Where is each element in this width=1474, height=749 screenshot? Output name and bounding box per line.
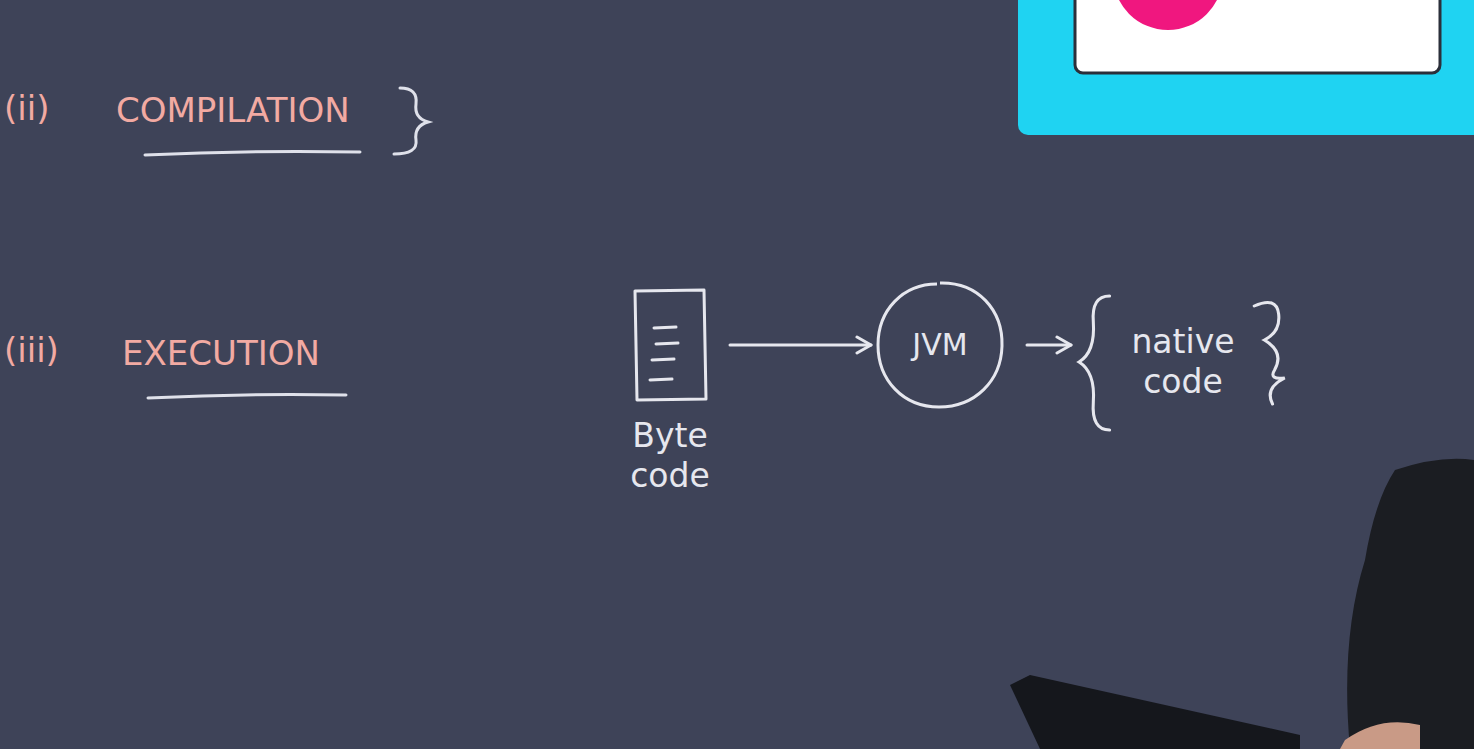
native-code-braces: native code	[1075, 292, 1299, 432]
document-outline	[635, 290, 706, 400]
document-icon: Byte code	[632, 288, 708, 402]
section-number: (iii)	[4, 330, 59, 371]
section-number: (ii)	[4, 88, 49, 129]
node-caption: Byte code	[608, 416, 732, 495]
document-icon-outline	[632, 288, 708, 402]
node-text-area: Byte code	[608, 416, 732, 495]
presenter-hand	[1340, 722, 1420, 749]
flow-arrow	[730, 344, 871, 347]
underline	[145, 151, 360, 155]
underline	[148, 394, 346, 398]
curly-brace	[394, 88, 428, 154]
node-label: native code	[1115, 322, 1251, 401]
circle-outline	[878, 283, 1002, 407]
document-line	[652, 359, 674, 360]
node-text-area: JVM	[875, 280, 1005, 410]
jvm-circle: JVM	[875, 280, 1005, 410]
webcam-avatar	[1113, 0, 1223, 30]
laptop	[1010, 675, 1300, 749]
document-line	[650, 379, 672, 380]
document-line	[656, 343, 678, 344]
section-heading: COMPILATION	[116, 90, 350, 131]
node-text-area: native code	[1115, 292, 1251, 432]
flow-arrow	[1027, 344, 1071, 347]
document-line	[654, 327, 676, 328]
presenter	[1347, 459, 1474, 749]
left-brace	[1079, 296, 1110, 430]
right-brace	[1254, 302, 1285, 404]
node-label: JVM	[912, 327, 967, 363]
section-heading: EXECUTION	[122, 333, 320, 374]
